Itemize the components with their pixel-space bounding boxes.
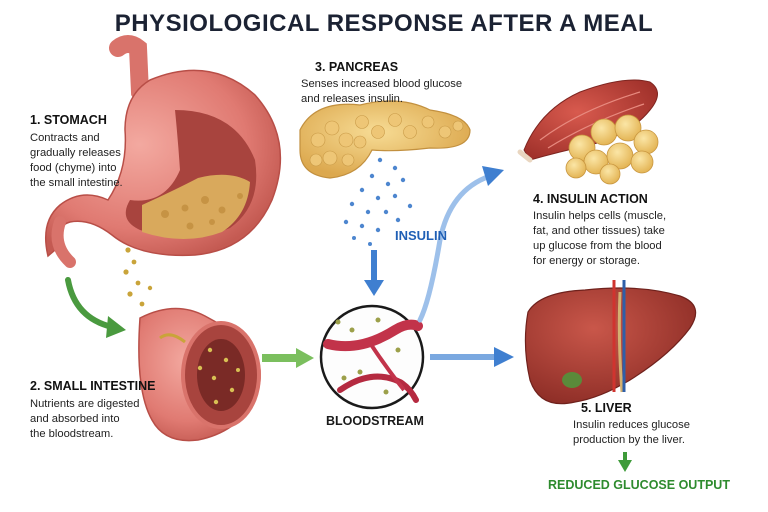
small-intestine-description: Nutrients are digested and absorbed into… (30, 397, 139, 442)
liver-description: Insulin reduces glucose production by th… (573, 418, 690, 448)
stomach-line: food (chyme) into (30, 162, 117, 174)
arrow-head-green-1 (106, 316, 126, 338)
arrow-stomach-to-intestine (65, 277, 115, 330)
stomach-illustration (45, 35, 282, 268)
small-intestine-illustration (138, 307, 261, 442)
liver-illustration (524, 280, 697, 405)
insulin-action-line: up glucose from the blood (533, 240, 662, 252)
insulin-particles (343, 157, 413, 246)
bloodstream-label: BLOODSTREAM (326, 414, 424, 428)
liver-heading: 5. LIVER (581, 401, 632, 415)
small-intestine-line: Nutrients are digested (30, 398, 140, 410)
pancreas-line: Senses increased blood glucose (301, 78, 463, 90)
stomach-line: gradually releases (30, 147, 121, 159)
pancreas-illustration (299, 100, 471, 179)
arrow-head-blue-down (364, 280, 384, 296)
liver-line: Insulin reduces glucose (573, 419, 690, 431)
page-title: PHYSIOLOGICAL RESPONSE AFTER A MEAL (114, 10, 654, 37)
muscle-fat-illustration (517, 79, 659, 185)
small-intestine-line: and absorbed into (30, 413, 120, 425)
insulin-action-description: Insulin helps cells (muscle, fat, and ot… (533, 209, 666, 269)
stomach-description: Contracts and gradually releases food (c… (30, 131, 123, 191)
small-intestine-line: the bloodstream. (30, 428, 114, 440)
pancreas-heading: 3. PANCREAS (315, 60, 399, 74)
insulin-action-line: fat, and other tissues) take (533, 225, 665, 237)
insulin-action-heading: 4. INSULIN ACTION (533, 192, 648, 206)
stomach-line: Contracts and (30, 132, 100, 144)
insulin-action-line: Insulin helps cells (muscle, (533, 210, 667, 222)
liver-line: production by the liver. (573, 434, 685, 446)
reduced-output-label: REDUCED GLUCOSE OUTPUT (548, 478, 730, 492)
arrow-head-blue-up (482, 166, 504, 186)
bloodstream-circle (319, 304, 425, 410)
stomach-heading: 1. STOMACH (30, 113, 107, 127)
arrow-head-blue-right (494, 347, 514, 367)
insulin-label: INSULIN (395, 228, 447, 243)
stomach-line: the small intestine. (30, 177, 123, 189)
arrow-head-green-2 (296, 348, 314, 368)
pancreas-line: and releases insulin. (301, 93, 403, 105)
arrow-bloodstream-to-cells (417, 173, 493, 323)
arrow-head-green-down (618, 460, 632, 472)
insulin-action-line: for energy or storage. (533, 255, 640, 267)
pancreas-description: Senses increased blood glucose and relea… (301, 77, 462, 107)
chyme-droplets (123, 247, 158, 321)
small-intestine-heading: 2. SMALL INTESTINE (30, 379, 156, 393)
